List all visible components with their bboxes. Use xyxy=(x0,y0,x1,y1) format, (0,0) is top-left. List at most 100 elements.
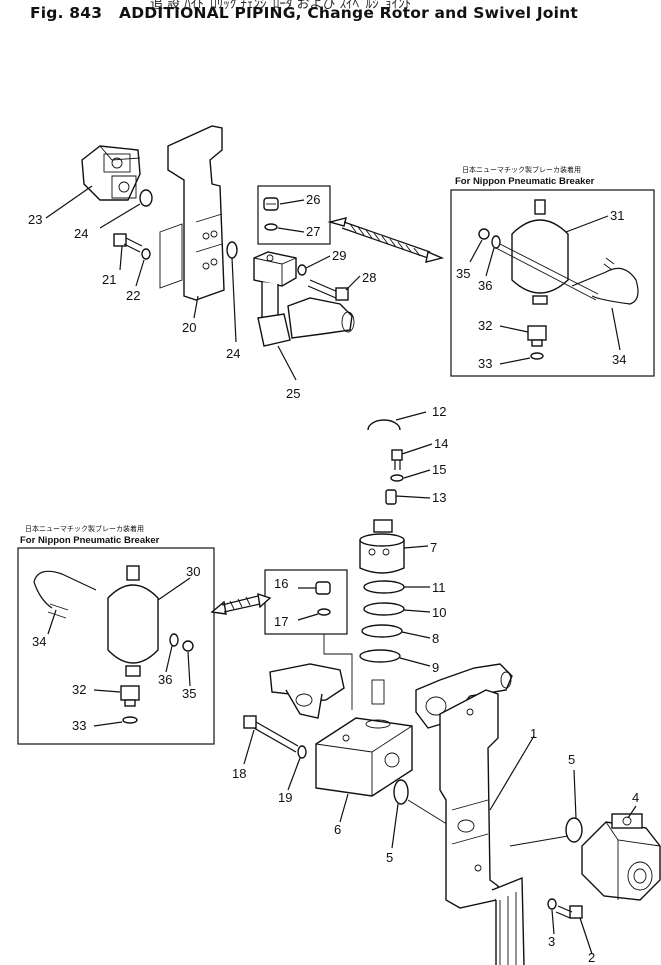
part-10-oring xyxy=(363,602,405,616)
label-4: 4 xyxy=(632,790,639,805)
label-34b: 34 xyxy=(32,634,46,649)
hose-line xyxy=(495,243,599,301)
label-35b: 35 xyxy=(182,686,196,701)
part-20-bracket-plate xyxy=(159,125,225,301)
box-nippon-breaker-left xyxy=(17,547,215,745)
label-14: 14 xyxy=(434,436,448,451)
box-plug-upper xyxy=(257,185,331,245)
part-14-bolt xyxy=(391,449,403,470)
figure-number: Fig. 843 xyxy=(30,4,103,22)
label-13: 13 xyxy=(432,490,446,505)
label-18: 18 xyxy=(232,766,246,781)
part-4-motor xyxy=(581,813,661,901)
part-33-oring-top xyxy=(530,352,544,360)
part-12-snap-ring xyxy=(367,419,401,431)
part-35-nut-top xyxy=(478,228,490,240)
part-33-oring-left xyxy=(122,716,138,724)
label-17: 17 xyxy=(274,614,288,629)
label-16: 16 xyxy=(274,576,288,591)
label-15: 15 xyxy=(432,462,446,477)
part-13-elbow xyxy=(385,489,397,505)
part-22-washer xyxy=(141,248,151,260)
part-30-accumulator-left xyxy=(107,565,159,677)
leader-lines xyxy=(45,185,637,955)
label-25: 25 xyxy=(286,386,300,401)
part-36-washer-left xyxy=(169,633,179,647)
part-1-bracket-plate xyxy=(439,689,525,965)
label-24b: 24 xyxy=(226,346,240,361)
label-10: 10 xyxy=(432,605,446,620)
box-top-caption-jp: 日本ニューマチック製ブレーカ装着用 xyxy=(462,165,581,174)
label-35a: 35 xyxy=(456,266,470,281)
label-3: 3 xyxy=(548,934,555,949)
figure-title: 追 設 ﾊｲﾄﾞﾛﾘｯｸ ﾁｪﾝｼﾞﾛｰﾀ および ｽｲﾍﾞﾙｼﾞｮｲﾝﾄ Fi… xyxy=(0,0,661,26)
pipe-elbow-left xyxy=(269,663,345,719)
part-19-washer xyxy=(297,745,307,759)
leader-plug-lower xyxy=(323,634,353,710)
part-27-oring xyxy=(264,223,278,231)
figure-heading: ADDITIONAL PIPING, Change Rotor and Swiv… xyxy=(119,4,579,22)
label-34a: 34 xyxy=(612,352,626,367)
label-32a: 32 xyxy=(478,318,492,333)
label-36a: 36 xyxy=(478,278,492,293)
part-24-oring-upper-left xyxy=(139,189,153,207)
part-29-washer xyxy=(297,264,307,276)
part-3-washer xyxy=(547,898,557,910)
part-17-oring xyxy=(317,608,331,616)
label-5b: 5 xyxy=(568,752,575,767)
box-left-caption-jp: 日本ニューマチック製ブレーカ装着用 xyxy=(25,524,144,533)
label-33b: 33 xyxy=(72,718,86,733)
part-18-bolt xyxy=(243,715,299,753)
label-19: 19 xyxy=(278,790,292,805)
part-21-bolt xyxy=(113,233,143,253)
part-5-oring-left xyxy=(393,779,409,805)
label-12: 12 xyxy=(432,404,446,419)
label-6: 6 xyxy=(334,822,341,837)
label-29: 29 xyxy=(332,248,346,263)
label-5a: 5 xyxy=(386,850,393,865)
part-16-plug xyxy=(315,581,331,595)
part-6-swivel-block xyxy=(315,679,413,797)
label-23: 23 xyxy=(28,212,42,227)
label-28: 28 xyxy=(362,270,376,285)
label-27: 27 xyxy=(306,224,320,239)
label-8: 8 xyxy=(432,631,439,646)
part-23-manifold xyxy=(81,145,141,201)
part-34-hose-top xyxy=(571,257,639,305)
part-7-change-rotor xyxy=(359,519,405,574)
part-8-oring xyxy=(361,624,403,638)
part-2-bolt xyxy=(555,905,583,919)
part-5-oring-right xyxy=(565,817,583,843)
part-34-hose-left xyxy=(33,570,97,619)
part-9-oring xyxy=(359,649,401,663)
label-26: 26 xyxy=(306,192,320,207)
label-24a: 24 xyxy=(74,226,88,241)
label-33a: 33 xyxy=(478,356,492,371)
part-35-nut-left xyxy=(182,640,194,652)
label-2: 2 xyxy=(588,950,595,965)
label-31: 31 xyxy=(610,208,624,223)
part-32-fitting-top xyxy=(527,325,547,347)
label-22: 22 xyxy=(126,288,140,303)
title-japanese-cutoff: 追 設 ﾊｲﾄﾞﾛﾘｯｸ ﾁｪﾝｼﾞﾛｰﾀ および ｽｲﾍﾞﾙｼﾞｮｲﾝﾄ xyxy=(150,0,412,12)
part-31-accumulator-top xyxy=(511,199,569,305)
part-25-swivel-block xyxy=(253,251,355,347)
label-36b: 36 xyxy=(158,672,172,687)
label-30: 30 xyxy=(186,564,200,579)
part-15-washer xyxy=(390,474,404,482)
box-left-caption-en: For Nippon Pneumatic Breaker xyxy=(20,535,160,546)
part-24-oring-upper-right xyxy=(226,241,238,259)
arrow-upper xyxy=(327,217,445,263)
label-20: 20 xyxy=(182,320,196,335)
arrow-lower xyxy=(210,592,272,615)
label-7: 7 xyxy=(430,540,437,555)
part-32-fitting-left xyxy=(120,685,140,707)
part-11-oring xyxy=(363,580,405,594)
part-28-bolt xyxy=(307,279,349,301)
box-top-caption-en: For Nippon Pneumatic Breaker xyxy=(455,176,595,187)
label-32b: 32 xyxy=(72,682,86,697)
label-21: 21 xyxy=(102,272,116,287)
pipe-elbow-right xyxy=(415,663,513,729)
label-1: 1 xyxy=(530,726,537,741)
